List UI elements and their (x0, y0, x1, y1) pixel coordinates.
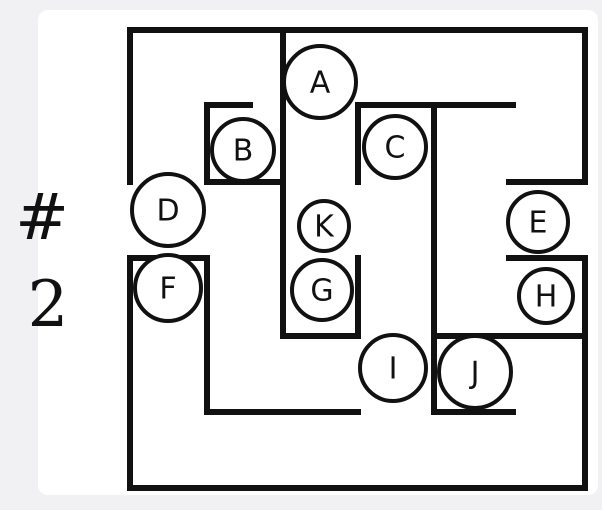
node-i: I (358, 333, 428, 403)
node-e: E (506, 190, 570, 254)
node-label: E (529, 206, 548, 241)
node-d: D (130, 172, 206, 248)
node-f: F (133, 253, 203, 323)
node-b: B (210, 117, 276, 183)
node-circle (133, 253, 203, 323)
node-label: H (535, 280, 558, 315)
node-label: I (389, 352, 398, 387)
node-j: J (437, 334, 513, 410)
node-a: A (282, 44, 358, 120)
node-label: J (469, 356, 480, 391)
node-label: D (156, 194, 179, 229)
node-circle (210, 117, 276, 183)
node-circle (362, 114, 428, 180)
node-c: C (362, 114, 428, 180)
node-circle (358, 333, 428, 403)
maze-nodes: A B C D E F G H I J K (130, 44, 575, 410)
node-label: B (233, 134, 254, 169)
node-circle (297, 199, 351, 253)
node-label: F (159, 272, 176, 307)
title-number: 2 (28, 268, 69, 342)
maze-walls (127, 27, 588, 491)
node-k: K (297, 199, 351, 253)
node-circle (130, 172, 206, 248)
node-circle (517, 267, 575, 325)
node-g: G (290, 258, 354, 322)
node-h: H (517, 267, 575, 325)
node-circle (506, 190, 570, 254)
node-label: C (385, 131, 406, 166)
node-circle (282, 44, 358, 120)
node-circle (437, 334, 513, 410)
node-label: A (310, 66, 331, 101)
node-circle (290, 258, 354, 322)
node-label: K (314, 210, 335, 245)
title-hash-mark: # (15, 181, 69, 255)
node-label: G (310, 274, 333, 309)
